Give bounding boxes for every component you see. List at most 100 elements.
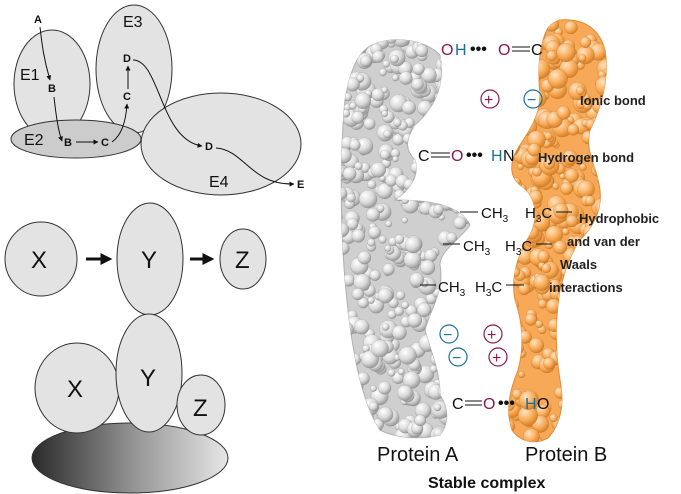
atom-sphere [573,376,591,394]
atom-sphere [341,39,351,51]
atom-sphere [344,435,357,438]
atom-sphere [508,400,512,408]
atom-sphere [398,71,413,85]
atom-sphere [376,204,385,213]
atom-sphere [412,62,425,76]
atom-sphere [427,136,443,153]
atom-sphere [377,381,392,395]
atom-sphere [354,434,366,438]
atom-sphere [343,424,351,432]
atom-sphere [602,129,607,141]
atom-sphere [522,428,540,442]
atom-sphere [511,30,523,42]
atom-sphere [351,229,366,243]
atom-sphere [595,313,607,326]
atom-sphere [420,39,438,41]
atom-sphere [463,428,470,437]
atom-sphere [358,412,369,423]
atom-sphere [361,431,376,438]
atom-sphere [434,140,443,149]
atom-sphere [547,68,568,89]
atom-sphere [582,351,595,364]
atom-sphere [603,188,607,203]
atom-sphere [377,287,393,304]
atom-sphere [460,189,470,206]
atom-sphere [433,428,445,438]
atom-sphere [590,377,601,388]
atom-sphere [342,166,357,181]
atom-sphere [565,337,586,358]
node-y-label: Y [141,247,157,274]
atom-sphere [581,363,600,381]
substrate-c-label-1: C [101,137,109,149]
atom-sphere [566,311,581,326]
atom-sphere [553,386,567,399]
atom-sphere [381,322,390,331]
atom-sphere [350,408,360,418]
atom-sphere [508,203,526,223]
atom-sphere [579,163,587,171]
atom-sphere [508,65,515,81]
atom-sphere [500,377,507,384]
atom-sphere [433,311,450,327]
atom-sphere [508,19,516,28]
atom-sphere [565,214,579,228]
atom-sphere [528,337,545,354]
atom-sphere [365,207,380,222]
atom-sphere [580,304,599,323]
atom-sphere [421,123,428,130]
atom-sphere [527,143,541,157]
atom-sphere [385,220,393,228]
atom-sphere [562,149,578,166]
ch3-group-3: CH3 [438,279,466,299]
ch3-group-1: CH3 [481,205,509,225]
atom-sphere [436,78,453,95]
atom-sphere [415,44,429,58]
atom-sphere [496,338,506,348]
atom-sphere [603,312,607,331]
atom-sphere [445,92,459,105]
atom-sphere [462,125,470,142]
atom-sphere [595,226,603,233]
atom-sphere [590,313,601,323]
atom-sphere [396,384,413,401]
top-o-atom: O [441,42,453,59]
atom-sphere [367,179,377,190]
bot-h-atom: H [525,396,537,413]
atom-sphere [341,389,354,405]
atom-sphere [567,421,581,435]
atom-sphere [421,67,437,83]
substrate-c-label-2: C [123,91,131,103]
atom-sphere [493,86,507,100]
atom-sphere [602,132,607,139]
atom-sphere [419,39,437,42]
plus-charge-lower-2 [488,347,508,367]
atom-sphere [445,303,454,312]
atom-sphere [358,189,378,209]
plus-charge-lower-1 [483,324,503,344]
atom-sphere [341,104,345,116]
atom-sphere [453,321,464,331]
atom-sphere [453,118,462,127]
atom-sphere [569,402,586,420]
atom-sphere [560,181,574,196]
scaffold-x-label: X [67,376,83,403]
atom-sphere [605,382,607,393]
protein-complex-diagram: O H ••• O C + − C O ••• H N CH3 [340,19,659,492]
bot-o-atom: O [483,396,495,413]
hydrogen-bond-label: Hydrogen bond [538,150,634,165]
atom-sphere [532,166,543,177]
atom-sphere [529,25,546,43]
atom-sphere [549,413,559,423]
atom-sphere [341,39,355,51]
atom-sphere [558,399,568,410]
mid-h-atom: H [491,148,503,165]
atom-sphere [453,381,461,390]
atom-sphere [598,351,607,368]
atom-sphere [573,365,585,377]
atom-sphere [508,20,519,33]
atom-sphere [518,390,539,410]
atom-sphere [353,389,364,400]
atom-sphere [450,244,460,254]
atom-sphere [469,164,470,172]
